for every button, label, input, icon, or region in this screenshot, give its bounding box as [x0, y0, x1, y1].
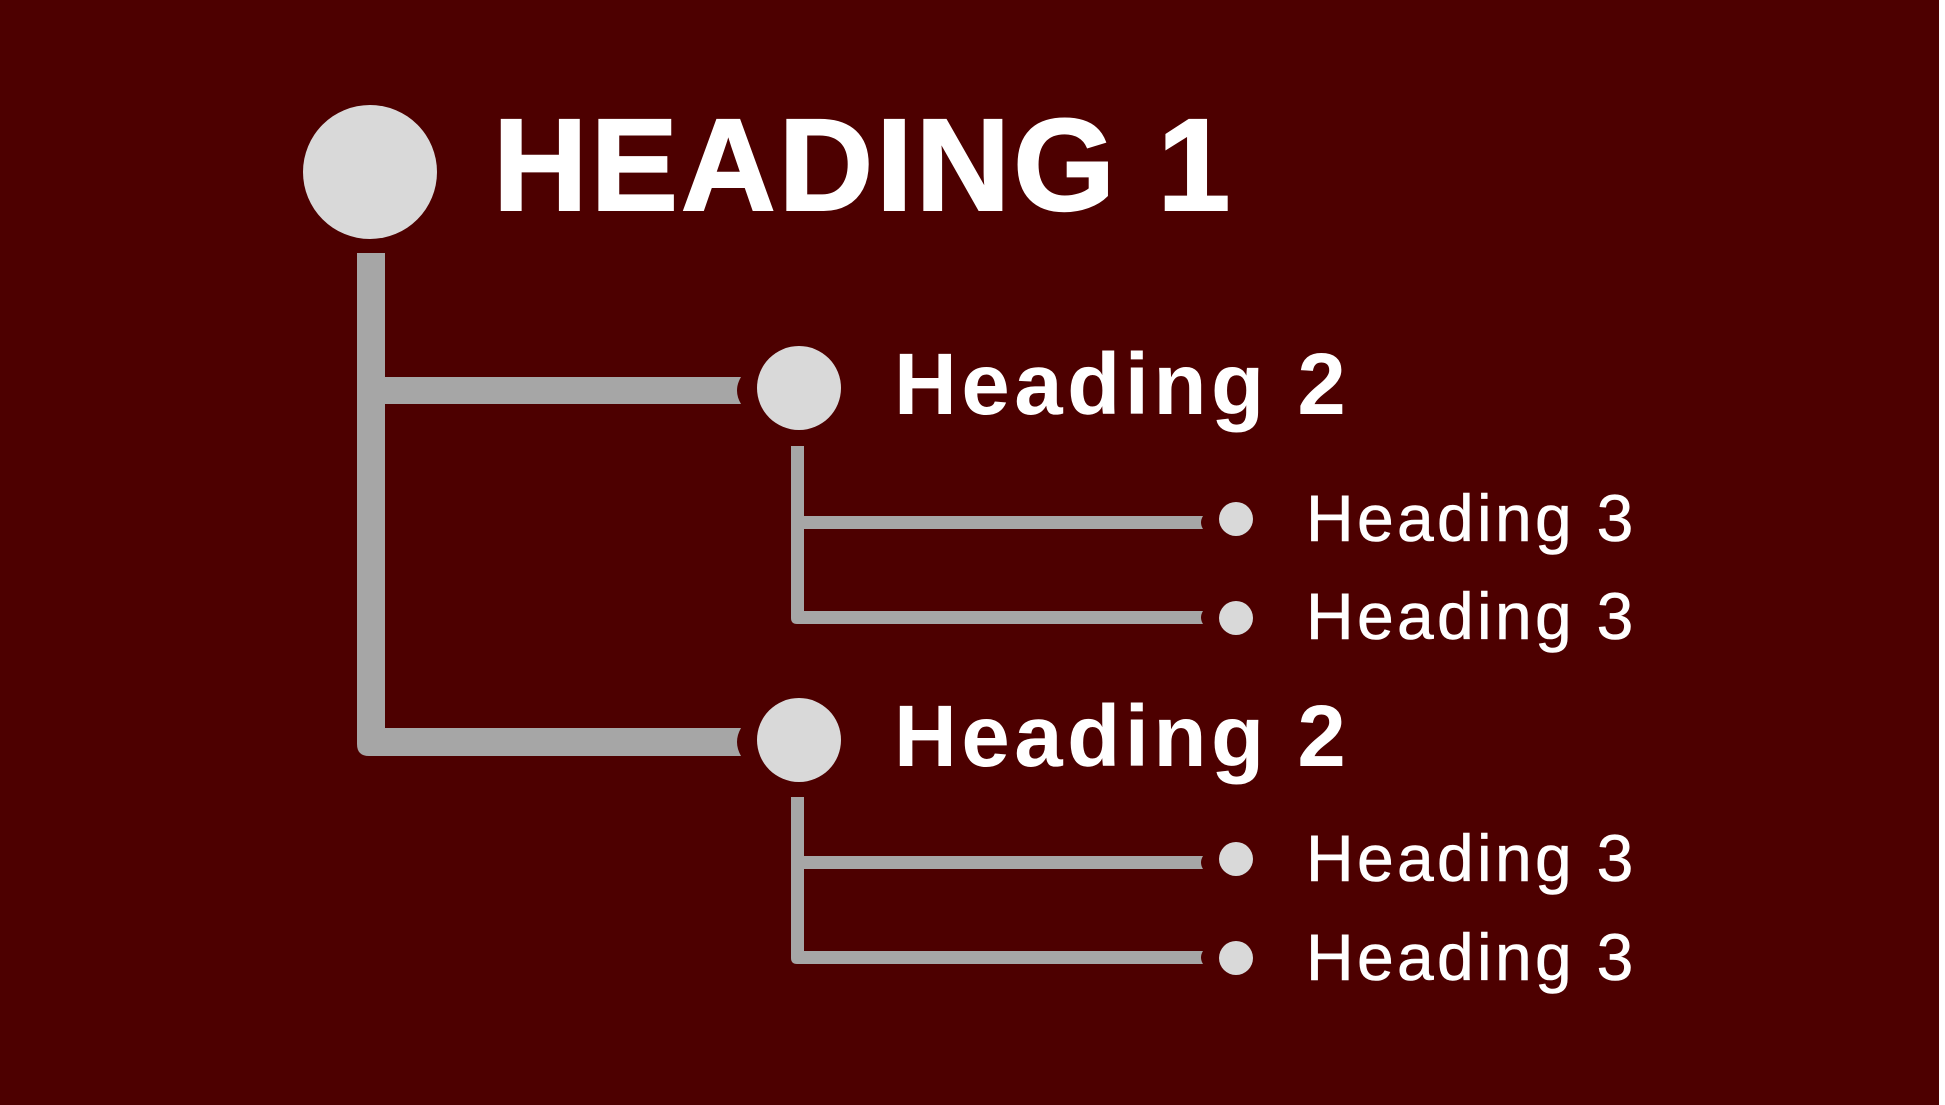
heading-3-label: Heading 3 [1306, 920, 1637, 994]
subtrunk-2-arm-1 [804, 856, 1203, 869]
subtrunk-2-and-arm-2 [791, 797, 1203, 964]
level1-connector [357, 253, 741, 756]
slide-edge [1939, 0, 1945, 1105]
top-arm [385, 377, 741, 404]
heading-2-label: Heading 2 [894, 688, 1351, 785]
bullet-dot-icon [1219, 842, 1253, 876]
subtrunk-1-and-arm-2 [791, 446, 1203, 624]
heading-1-label: HEADING 1 [492, 91, 1234, 238]
bullet-dot-icon [1219, 502, 1253, 536]
heading-3-label: Heading 3 [1306, 821, 1637, 895]
heading-3-label: Heading 3 [1306, 579, 1637, 653]
circle-node-icon [757, 346, 841, 430]
circle-node-icon [303, 105, 437, 239]
level2-connector-1 [791, 446, 1203, 624]
level2-connector-2 [791, 797, 1203, 964]
subtrunk-1-arm-1 [804, 516, 1203, 529]
circle-node-icon [757, 698, 841, 782]
heading-2-label: Heading 2 [894, 336, 1351, 433]
trunk-and-bottom-arm [357, 253, 741, 756]
bullet-dot-icon [1219, 601, 1253, 635]
bullet-dot-icon [1219, 941, 1253, 975]
heading-3-label: Heading 3 [1306, 481, 1637, 555]
